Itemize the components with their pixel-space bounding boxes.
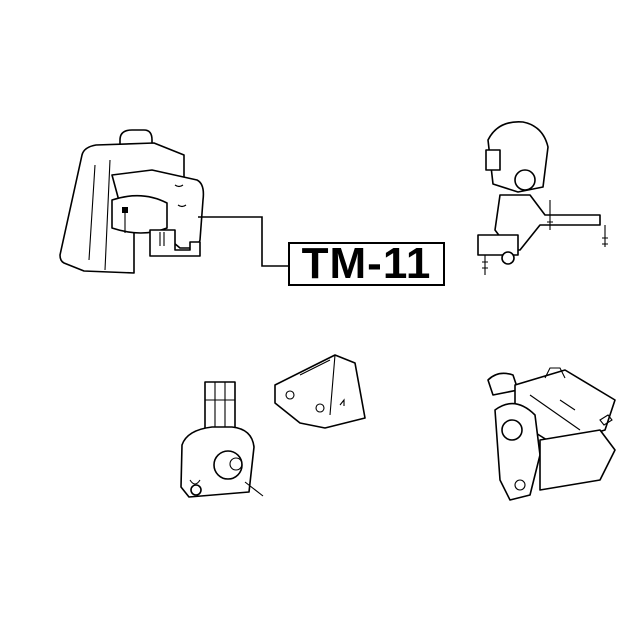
part-number-label-box: TM-11 xyxy=(288,242,445,286)
leader-line xyxy=(198,216,288,267)
bracket-part-4 xyxy=(274,354,366,429)
engine-mount-part-2 xyxy=(477,121,608,275)
engine-mount-part-3 xyxy=(180,381,264,498)
engine-mount-part-5 xyxy=(487,367,616,501)
engine-mount-part-1 xyxy=(59,129,205,274)
part-number-label: TM-11 xyxy=(301,239,432,288)
